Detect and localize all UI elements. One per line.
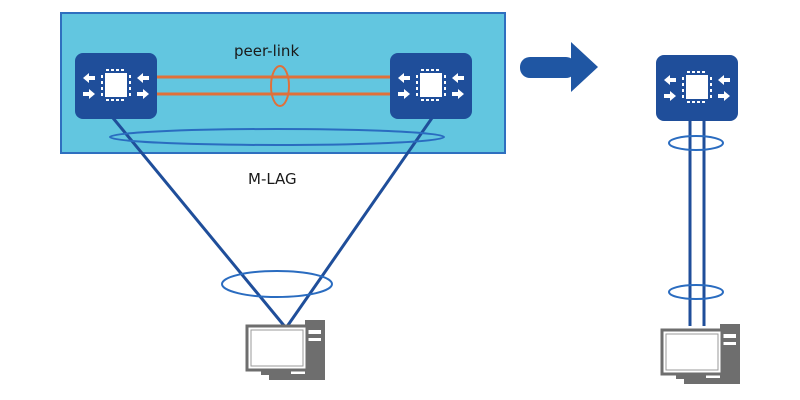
computer-icon-left — [245, 318, 327, 382]
computer-icon-right — [660, 322, 742, 386]
uplink-left — [111, 117, 288, 329]
uplink-right — [284, 117, 434, 329]
switch-icon-left — [75, 53, 157, 119]
switch-icon-after — [656, 55, 738, 121]
mlag-bundle-ring-top — [109, 128, 445, 146]
arrow-right-icon — [520, 42, 598, 92]
after-bundle-ring-top — [668, 135, 724, 151]
after-bundle-ring-bottom — [668, 284, 724, 300]
peer-link-bundle-ring — [270, 65, 290, 107]
mlag-bundle-ring-host — [221, 270, 333, 298]
mlag-label: M-LAG — [248, 170, 297, 188]
peer-link-label: peer-link — [234, 42, 300, 60]
switch-icon-right — [390, 53, 472, 119]
